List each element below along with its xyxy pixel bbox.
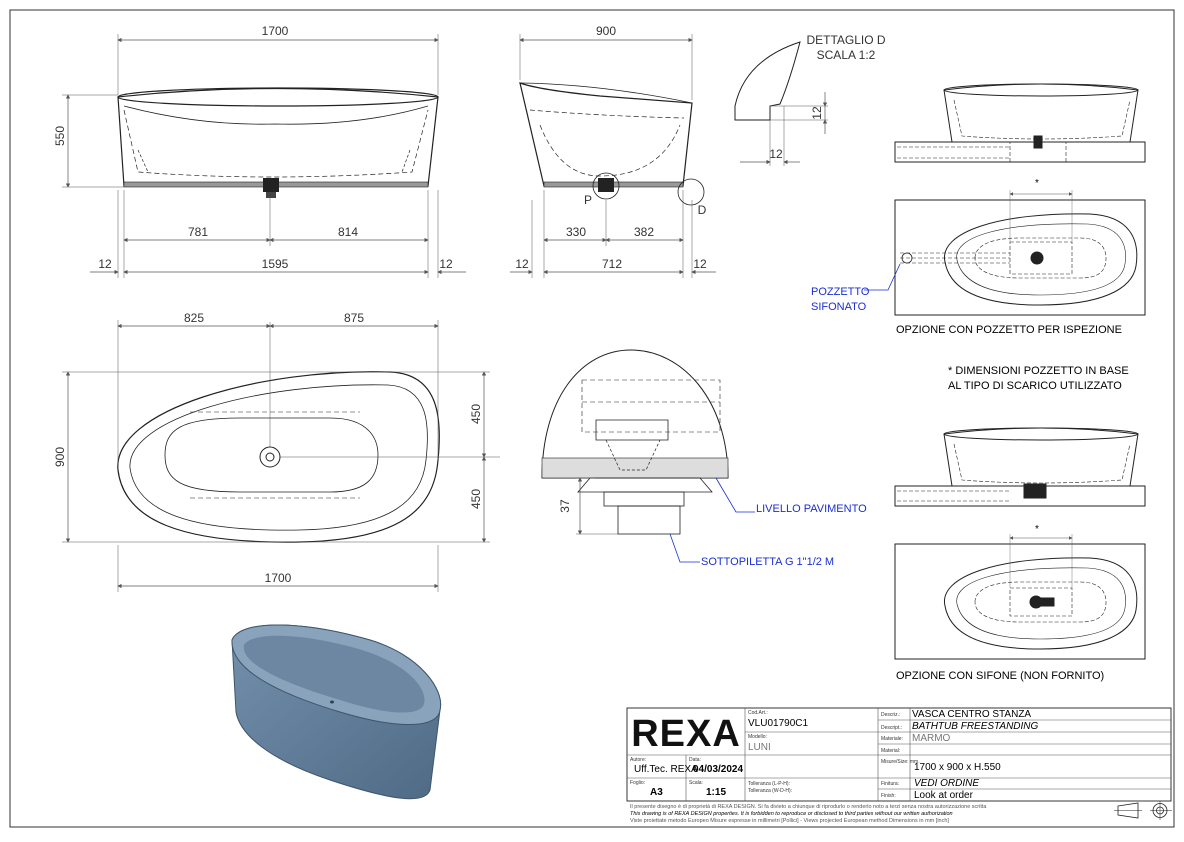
drain-detail: [541, 349, 755, 563]
front-view: [62, 34, 466, 278]
dimension-note-line2: AL TIPO DI SCARICO UTILIZZATO: [948, 380, 1122, 392]
side-inner-dim: 712: [602, 257, 622, 271]
floor-level-label: LIVELLO PAVIMENTO: [756, 503, 867, 515]
top-height-dim: 900: [53, 447, 67, 467]
tolerance-1: Tolleranza (L-P-H):: [748, 781, 790, 787]
foglio-label: Foglio:: [630, 780, 645, 786]
title-block: [626, 707, 1172, 802]
finish-value: Look at order: [914, 790, 974, 801]
top-view: [62, 320, 500, 592]
side-foot-left-dim: 12: [515, 257, 529, 271]
scala-label: Scala:: [689, 780, 703, 786]
cod-art-value: VLU01790C1: [748, 718, 808, 729]
option2-star: *: [1035, 524, 1039, 535]
modello-value: LUNI: [748, 742, 771, 753]
front-foot-left-dim: 12: [98, 257, 112, 271]
material-label: Material:: [881, 748, 900, 754]
side-width-dim: 900: [596, 24, 616, 38]
front-width-dim: 1700: [262, 24, 289, 38]
detail-d-drawing: [734, 41, 828, 166]
drain-dim: 37: [558, 499, 572, 513]
disclaimer-en: This drawing is of REXA DESIGN propertie…: [630, 811, 953, 817]
rexa-logo: REXA: [631, 713, 741, 755]
option2-plan: [894, 534, 1146, 660]
descriz-value: VASCA CENTRO STANZA: [912, 709, 1031, 720]
option-section-bottom: [894, 427, 1146, 507]
dimension-note-line1: * DIMENSIONI POZZETTO IN BASE: [948, 365, 1129, 377]
misure-label: Misure/Size: mm.: [881, 759, 920, 765]
option1-plan: [864, 190, 1146, 316]
side-right-dim: 382: [634, 225, 654, 239]
finitura-value: VEDI ORDINE: [914, 778, 979, 789]
misure-value: 1700 x 900 x H.550: [914, 762, 1001, 773]
materiale-label: Materiale:: [881, 736, 903, 742]
finitura-label: Finitura:: [881, 781, 899, 787]
side-left-dim: 330: [566, 225, 586, 239]
modello-label: Modello:: [748, 734, 767, 740]
top-right-dim: 875: [344, 311, 364, 325]
pozzetto-label-line2: SIFONATO: [811, 301, 867, 313]
detail-d-vertical-dim: 12: [810, 106, 824, 120]
option-section-top: [894, 83, 1146, 163]
disclaimer-it: Il presente disegno è di proprietà di RE…: [630, 804, 987, 810]
detail-d-scale: SCALA 1:2: [817, 48, 876, 62]
autore-value: Uff.Tec. REXA: [634, 764, 698, 775]
sheet-border: [9, 9, 1175, 828]
scala-value: 1:15: [706, 787, 726, 798]
front-left-dim: 781: [188, 225, 208, 239]
detail-d-horizontal-dim: 12: [769, 147, 783, 161]
materiale-value: MARMO: [912, 733, 951, 744]
trap-label: SOTTOPILETTA G 1"1/2 M: [701, 556, 834, 568]
option1-caption: OPZIONE CON POZZETTO PER ISPEZIONE: [896, 324, 1122, 336]
descriz-label: Descriz.:: [881, 712, 900, 718]
front-inner-dim: 1595: [262, 257, 289, 271]
disclaimer-projection: Viste proiettate metodo Europeo Misure e…: [630, 818, 949, 824]
bathtub-3d-render: [231, 624, 442, 800]
top-half-bottom-dim: 450: [469, 489, 483, 509]
descript-label: Descript.:: [881, 725, 902, 731]
pozzetto-label-line1: POZZETTO: [811, 286, 870, 298]
top-left-dim: 825: [184, 311, 204, 325]
detail-d-title: DETTAGLIO D: [806, 33, 885, 47]
label-d: D: [698, 203, 707, 217]
finish-label: Finish:: [881, 793, 896, 799]
top-half-top-dim: 450: [469, 404, 483, 424]
data-label: Data:: [689, 757, 701, 763]
descript-value: BATHTUB FREESTANDING: [912, 721, 1039, 732]
side-view: [510, 34, 716, 278]
autore-label: Autore:: [630, 757, 646, 763]
side-foot-right-dim: 12: [693, 257, 707, 271]
projection-method-icon: [1114, 801, 1172, 820]
front-height-dim: 550: [53, 126, 67, 146]
foglio-value: A3: [650, 787, 663, 798]
option1-star: *: [1035, 178, 1039, 189]
top-width-dim: 1700: [265, 571, 292, 585]
tolerance-2: Tolleranza (W-D-H):: [748, 788, 792, 794]
cod-art-label: Cod.Art.:: [748, 710, 768, 716]
data-value: 04/03/2024: [693, 764, 743, 775]
front-foot-right-dim: 12: [439, 257, 453, 271]
label-p: P: [584, 193, 592, 207]
option2-caption: OPZIONE CON SIFONE (NON FORNITO): [896, 670, 1104, 682]
front-right-dim: 814: [338, 225, 358, 239]
